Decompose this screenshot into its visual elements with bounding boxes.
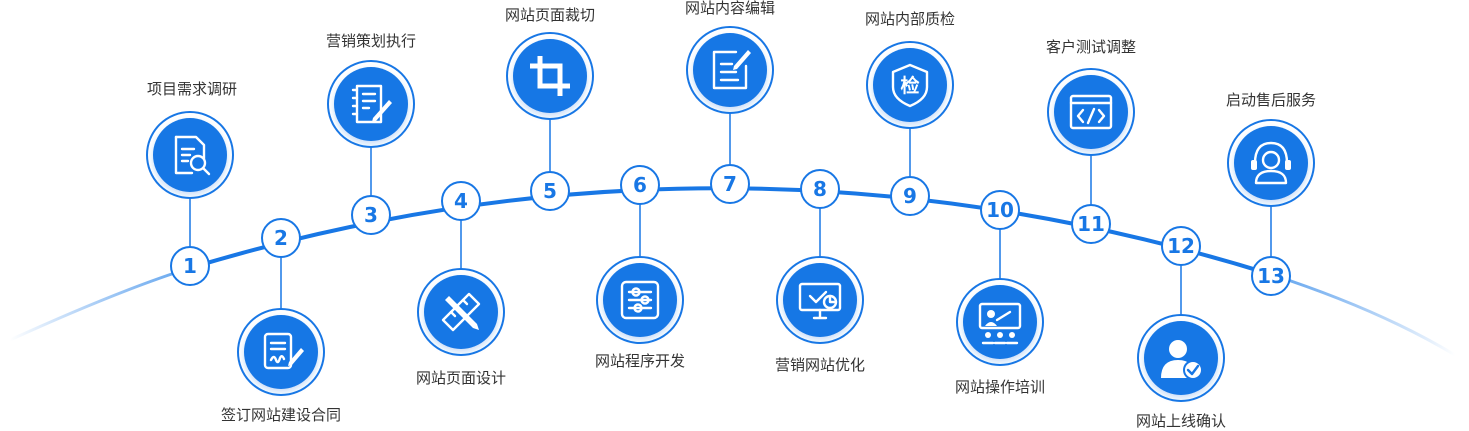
step-node-circle (351, 195, 391, 235)
step-6-node: 6 (620, 165, 660, 205)
step-6-icon-badge (596, 256, 684, 344)
user-check-icon (1161, 340, 1203, 380)
step-number: 12 (1167, 234, 1195, 258)
icon-disc (1234, 126, 1308, 200)
step-number: 3 (364, 203, 378, 227)
step-node-circle (980, 190, 1020, 230)
code-window-icon (1069, 94, 1113, 130)
step-3-label: 营销策划执行 (326, 32, 416, 50)
step-node-circle (620, 165, 660, 205)
step-node-circle (1161, 226, 1201, 266)
training-board-icon (978, 302, 1022, 345)
step-12-label: 网站上线确认 (1136, 412, 1226, 430)
icon-disc (1144, 321, 1218, 395)
step-6-label: 网站程序开发 (595, 352, 685, 370)
arc-fade-left (9, 266, 191, 342)
sliders-icon (620, 280, 660, 320)
step-node-circle (1071, 204, 1111, 244)
step-number: 5 (543, 179, 557, 203)
step-12-icon-badge (1137, 314, 1225, 402)
step-4-label: 网站页面设计 (416, 369, 506, 387)
icon-disc (334, 67, 408, 141)
shield-check-icon: 检 (891, 63, 929, 108)
icon-disc (963, 285, 1037, 359)
icon-disc (513, 39, 587, 113)
step-node-circle (441, 181, 481, 221)
step-9-label: 网站内部质检 (865, 10, 955, 28)
step-node-circle (890, 176, 930, 216)
step-number: 8 (813, 177, 827, 201)
step-5-node: 5 (530, 171, 570, 211)
icon-disc (873, 48, 947, 122)
step-11-icon-badge (1047, 68, 1135, 156)
step-node-circle (170, 246, 210, 286)
icon-disc (244, 315, 318, 389)
step-13-icon-badge (1227, 119, 1315, 207)
step-2-node: 2 (261, 218, 301, 258)
step-4-node: 4 (441, 181, 481, 221)
step-9-node: 9 (890, 176, 930, 216)
ruler-pencil-icon (441, 292, 481, 332)
step-2-label: 签订网站建设合同 (221, 406, 341, 424)
step-node-circle (261, 218, 301, 258)
monitor-chart-icon (798, 282, 842, 320)
step-number: 10 (986, 198, 1014, 222)
step-5-label: 网站页面裁切 (505, 6, 595, 24)
step-10-icon-badge (956, 278, 1044, 366)
step-1-node: 1 (170, 246, 210, 286)
step-node-circle (710, 164, 750, 204)
step-number: 2 (274, 226, 288, 250)
step-11-node: 11 (1071, 204, 1111, 244)
step-2-icon-badge (237, 308, 325, 396)
step-number: 11 (1077, 212, 1105, 236)
step-3-node: 3 (351, 195, 391, 235)
icon-disc (693, 33, 767, 107)
step-node-circle (1251, 256, 1291, 296)
step-1-icon-badge (146, 111, 234, 199)
step-12-node: 12 (1161, 226, 1201, 266)
step-7-label: 网站内容编辑 (685, 0, 775, 17)
headset-service-icon (1251, 141, 1291, 185)
step-number: 7 (723, 172, 737, 196)
icon-disc (1054, 75, 1128, 149)
edit-note-icon (712, 50, 751, 90)
notes-pen-icon (351, 84, 392, 124)
step-number: 1 (183, 254, 197, 278)
step-1-label: 项目需求调研 (147, 80, 237, 98)
step-10-node: 10 (980, 190, 1020, 230)
step-11-label: 客户测试调整 (1046, 38, 1136, 56)
step-3-icon-badge (327, 60, 415, 148)
step-8-node: 8 (800, 169, 840, 209)
shield-glyph-text: 检 (900, 74, 919, 97)
icon-disc (783, 263, 857, 337)
step-node-circle (800, 169, 840, 209)
step-number: 9 (903, 184, 917, 208)
step-5-icon-badge (506, 32, 594, 120)
step-9-icon-badge: 检 (866, 41, 954, 129)
step-node-circle (530, 171, 570, 211)
step-number: 6 (633, 173, 647, 197)
step-4-icon-badge (417, 268, 505, 356)
step-13-node: 13 (1251, 256, 1291, 296)
crop-icon (530, 56, 570, 96)
arc-fade-right (1272, 273, 1456, 357)
step-10-label: 网站操作培训 (955, 378, 1045, 396)
step-number: 4 (454, 189, 468, 213)
step-13-label: 启动售后服务 (1226, 91, 1316, 109)
step-7-icon-badge (686, 26, 774, 114)
step-8-icon-badge (776, 256, 864, 344)
document-search-icon (174, 135, 211, 176)
step-number: 13 (1257, 264, 1285, 288)
step-7-node: 7 (710, 164, 750, 204)
step-8-label: 营销网站优化 (775, 356, 865, 374)
contract-sign-icon (263, 332, 304, 370)
